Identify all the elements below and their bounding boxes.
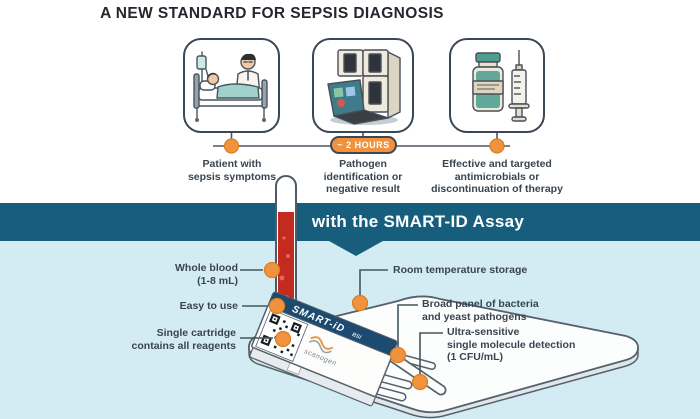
callout-ultra-sensitive: Ultra-sensitive single molecule detectio…	[447, 326, 576, 363]
callout-whole-blood: Whole blood (1-8 mL)	[175, 262, 238, 287]
callout-broad-panel: Broad panel of bacteria and yeast pathog…	[422, 298, 539, 323]
vial-syringe-illustration	[472, 50, 530, 122]
timeline-node-therapy	[489, 138, 505, 154]
analyzer-illustration	[327, 49, 401, 125]
step-card-analyzer	[312, 38, 414, 133]
step-card-patient	[183, 38, 280, 133]
page-title: A NEW STANDARD FOR SEPSIS DIAGNOSIS	[100, 5, 444, 22]
caption-therapy: Effective and targeted antimicrobials or…	[431, 158, 563, 195]
callout-single-cartridge: Single cartridge contains all reagents	[131, 327, 236, 352]
timeline-node-patient	[223, 138, 240, 154]
step-card-therapy	[449, 38, 545, 133]
banner-notch	[329, 241, 383, 256]
callout-easy-to-use: Easy to use	[179, 300, 238, 312]
caption-pathogen: Pathogen identification or negative resu…	[323, 158, 403, 195]
callout-room-temperature: Room temperature storage	[393, 264, 528, 276]
time-badge: ~ 2 HOURS	[330, 136, 397, 154]
patient-bed-illustration	[193, 51, 268, 122]
banner-title: with the SMART-ID Assay	[311, 212, 525, 231]
lower-panel-background	[0, 241, 700, 419]
banner-bar	[0, 203, 700, 241]
caption-patient: Patient with sepsis symptoms	[187, 158, 277, 183]
